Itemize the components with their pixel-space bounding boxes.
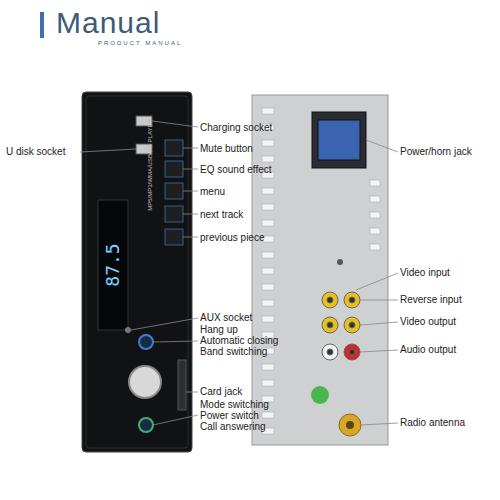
leader-lines — [356, 140, 398, 425]
power-connector — [312, 112, 366, 168]
front-bezel — [86, 96, 188, 448]
title: Manual — [56, 6, 160, 40]
callout-label: Card jack — [200, 386, 242, 397]
round-button — [139, 335, 153, 349]
round-button — [139, 418, 153, 432]
aux-jack — [125, 327, 131, 333]
rca-jacks — [322, 292, 360, 360]
callout-label: Hang up — [200, 324, 238, 335]
volume-knob — [129, 366, 161, 398]
card-slot — [178, 360, 186, 410]
callout-label: Power switch — [200, 410, 259, 421]
title-bar — [40, 12, 44, 38]
callout-label: Call answering — [200, 421, 266, 432]
callout-label: Radio antenna — [400, 417, 465, 428]
hole — [337, 259, 343, 265]
sticker — [311, 386, 329, 404]
antenna-jack-core — [346, 421, 354, 429]
subtitle: PRODUCT MANUAL — [98, 40, 182, 47]
callout-label: next track — [200, 209, 243, 220]
callout-label: Mute button — [200, 143, 253, 154]
button — [165, 161, 183, 177]
callout-label: Audio output — [400, 344, 456, 355]
button — [165, 206, 183, 222]
display-reading: 87.5 — [103, 243, 123, 286]
leader-lines — [80, 121, 198, 425]
front-panel — [82, 92, 192, 452]
callout-label: Video output — [400, 316, 456, 327]
antenna-jack — [339, 414, 361, 436]
back-panel — [252, 95, 388, 445]
callout-label: Automatic closing — [200, 335, 278, 346]
button — [165, 183, 183, 199]
button — [165, 140, 183, 156]
callout-label: Video input — [400, 267, 450, 278]
callout-label: U disk socket — [6, 146, 65, 157]
vent-slots — [262, 108, 380, 434]
panel-print: MP5/MP3/WMA/USB/SD PLAYER — [147, 119, 154, 211]
connector-pins — [318, 120, 360, 160]
callout-label: menu — [200, 186, 225, 197]
callout-label: Mode switching — [200, 399, 269, 410]
callout-label: Charging socket — [200, 122, 272, 133]
display — [98, 200, 128, 330]
callout-label: Reverse input — [400, 294, 462, 305]
callout-label: EQ sound effect — [200, 164, 272, 175]
callout-label: Power/horn jack — [400, 146, 472, 157]
callout-label: Band switching — [200, 346, 267, 357]
callout-label: previous piece — [200, 232, 264, 243]
button — [165, 229, 183, 245]
callout-label: AUX socket — [200, 312, 252, 323]
